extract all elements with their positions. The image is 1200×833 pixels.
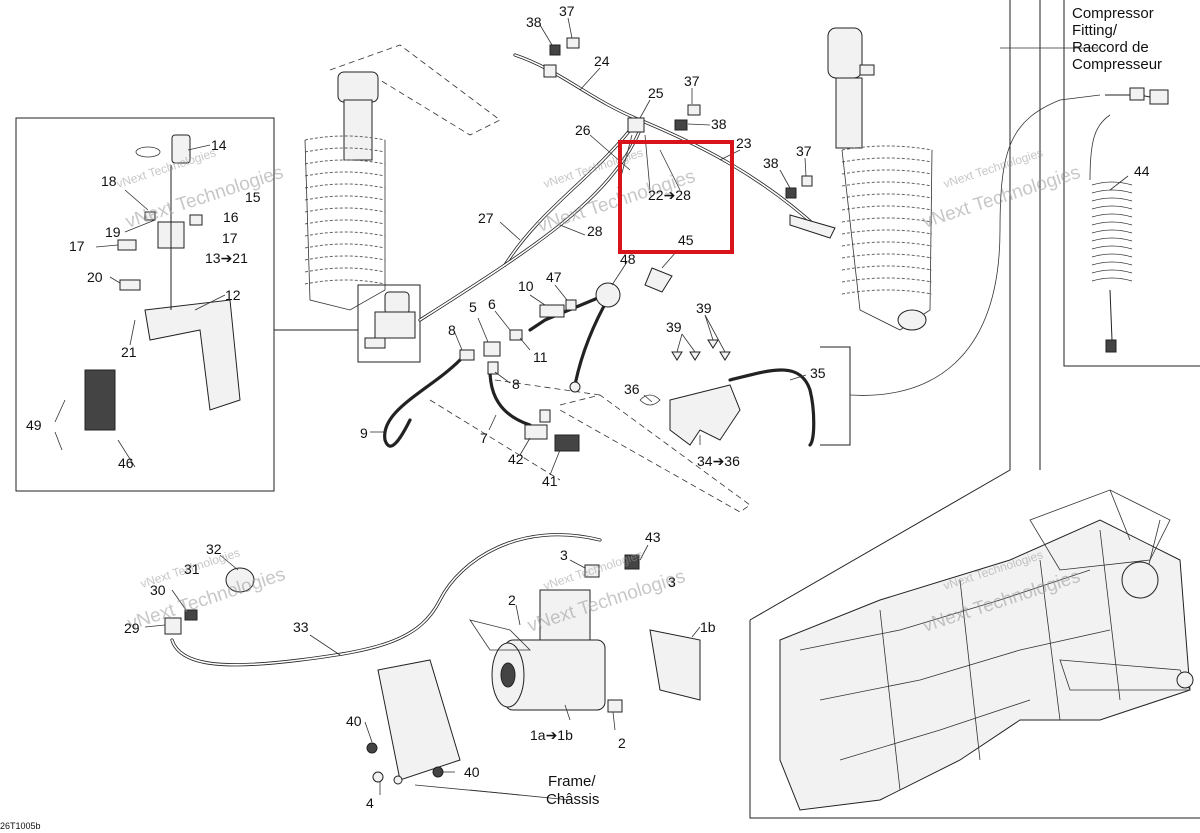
callout-37-middle: 37: [684, 73, 700, 89]
heading-line-2: Fitting/: [1072, 22, 1118, 39]
callout-12: 12: [225, 287, 241, 303]
callout-39-top: 39: [696, 300, 712, 316]
inlet-fitting: [164, 567, 255, 635]
highlight-box: [618, 140, 734, 254]
callout-18: 18: [101, 173, 117, 189]
watermark-3: vNext Technologies: [542, 145, 645, 190]
left-shock-absorber: [304, 71, 386, 311]
callout-43: 43: [645, 529, 661, 545]
callout-17-left: 17: [69, 238, 85, 254]
callout-8-top: 8: [448, 322, 456, 338]
callout-38-middle: 38: [711, 116, 727, 132]
callout-27: 27: [478, 210, 494, 226]
top-fittings: [543, 37, 875, 239]
callout-13-21: 13➔21: [205, 250, 248, 266]
callout-48: 48: [620, 251, 636, 267]
callout-5: 5: [469, 299, 477, 315]
callout-46: 46: [118, 455, 134, 471]
callout-21: 21: [121, 344, 137, 360]
frame-heading: Frame/ Châssis: [546, 773, 599, 808]
callout-29: 29: [124, 620, 140, 636]
vehicle-frame: [779, 489, 1194, 811]
callout-37-top: 37: [559, 3, 575, 19]
callout-20: 20: [87, 269, 103, 285]
frame-panel-outline: [749, 0, 1200, 819]
callout-40-left: 40: [346, 713, 362, 729]
callout-6: 6: [488, 296, 496, 312]
compressor-fitting-panel: [1063, 0, 1200, 367]
diagram-code: 26T1005b: [0, 821, 41, 831]
watermark-1: vNext Technologies: [115, 145, 218, 190]
heading-line-1: Compressor: [1072, 5, 1154, 22]
valve-detail-box: [357, 284, 421, 363]
callout-16: 16: [223, 209, 239, 225]
compressor-fitting-heading: Compressor Fitting/ Raccord de Compresse…: [1072, 5, 1162, 73]
callout-36: 36: [624, 381, 640, 397]
callout-19: 19: [105, 224, 121, 240]
callout-4: 4: [366, 795, 374, 811]
right-shock-absorber: [827, 27, 933, 331]
callout-31: 31: [184, 561, 200, 577]
callout-22-28: 22➔28: [648, 187, 691, 203]
callout-42: 42: [508, 451, 524, 467]
heading-line-4: Compresseur: [1072, 56, 1162, 73]
callout-2-top: 2: [508, 592, 516, 608]
callout-8-bottom: 8: [512, 376, 520, 392]
callout-3-right: 3: [668, 574, 676, 590]
bracket-outline-35: [820, 346, 851, 446]
callout-41: 41: [542, 473, 558, 489]
leader-lines: [54, 17, 1129, 801]
watermarks: vNext Technologies vNext Technologies vN…: [115, 145, 1083, 636]
middle-fittings: [459, 267, 673, 452]
callout-33: 33: [293, 619, 309, 635]
callout-3-left: 3: [560, 547, 568, 563]
dashed-area-lower: [429, 379, 601, 481]
callout-7: 7: [480, 430, 488, 446]
callout-10: 10: [518, 278, 534, 294]
callout-24: 24: [594, 53, 610, 69]
callout-28: 28: [587, 223, 603, 239]
callout-45: 45: [678, 232, 694, 248]
callout-44: 44: [1134, 163, 1150, 179]
callout-11: 11: [533, 349, 548, 365]
callout-2-bottom: 2: [618, 735, 626, 751]
callout-9: 9: [360, 425, 368, 441]
callout-40-right: 40: [464, 764, 480, 780]
callout-47: 47: [546, 269, 562, 285]
callout-35: 35: [810, 365, 826, 381]
frame-heading-line-2: Châssis: [546, 791, 599, 808]
air-manifold-assembly: [84, 134, 241, 431]
callout-34-36: 34➔36: [697, 453, 740, 469]
left-detail-panel: [15, 117, 275, 492]
frame-heading-line-1: Frame/: [548, 773, 596, 790]
callout-38-top: 38: [526, 14, 542, 30]
callout-39-left: 39: [666, 319, 682, 335]
coil-hose: [1091, 87, 1169, 353]
callout-32: 32: [206, 541, 222, 557]
callout-23: 23: [736, 135, 752, 151]
callout-1a-1b: 1a➔1b: [530, 727, 573, 743]
callout-37-right: 37: [796, 143, 812, 159]
heading-line-3: Raccord de: [1072, 39, 1149, 56]
callout-30: 30: [150, 582, 166, 598]
callout-1b: 1b: [700, 619, 716, 635]
callout-38-right: 38: [763, 155, 779, 171]
callout-17-right: 17: [222, 230, 238, 246]
callout-labels: 1a➔1b 1b 2 2 3 3 4 5 6 7 8 8 9 10 11 12 …: [26, 3, 1150, 811]
solenoid-valve: [364, 291, 416, 349]
air-compressor: [366, 554, 701, 785]
callout-49: 49: [26, 417, 42, 433]
bracket-assembly: [639, 339, 741, 446]
callout-25: 25: [648, 85, 664, 101]
callout-14: 14: [211, 137, 227, 153]
callout-26: 26: [575, 122, 591, 138]
callout-15: 15: [245, 189, 261, 205]
